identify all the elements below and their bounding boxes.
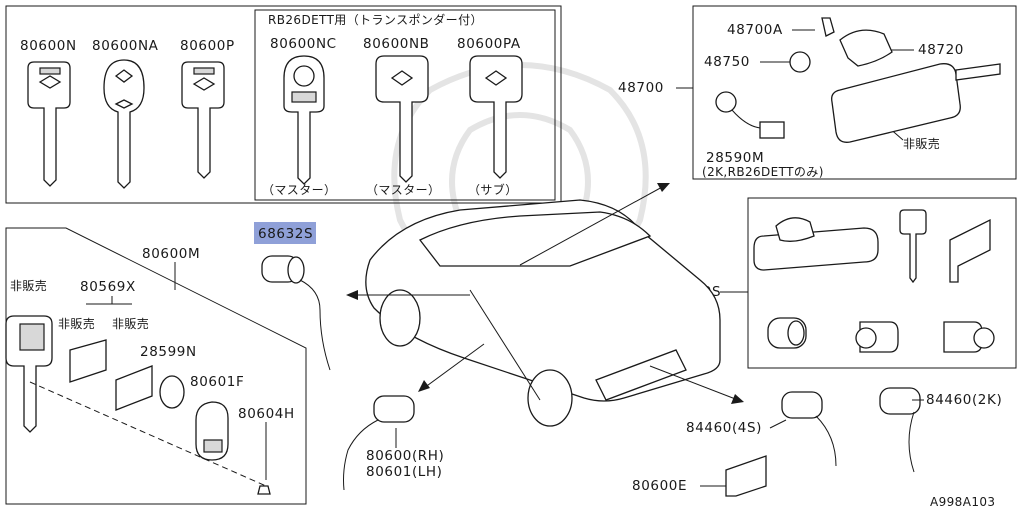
trunk-lock-2k-label: 84460(2K) (926, 392, 1002, 408)
part-label-48720: 48720 (918, 42, 964, 58)
key-label-80600nc: 80600NC (270, 36, 337, 52)
key-role-master-1: （マスター） (262, 183, 336, 197)
transponder-note: RB26DETT用（トランスポンダー付） (268, 12, 483, 27)
key-label-80600na: 80600NA (92, 38, 159, 54)
part-not-sold-a: 非販売 (58, 316, 95, 331)
arrows (346, 183, 744, 404)
remote-box (5, 227, 307, 505)
key-80600nb-drawing (375, 55, 429, 183)
keys-box (5, 5, 562, 204)
remote-parts-drawing (5, 315, 271, 495)
trunk-lock-drawing (725, 387, 921, 497)
screw-label-80604h: 80604H (238, 406, 295, 422)
highlight-box (254, 222, 316, 244)
trunk-bracket-label: 80600E (632, 478, 687, 494)
part-label-28590m: 28590M (706, 150, 764, 166)
key-80600nc-drawing (283, 55, 325, 185)
remote-assembly-label: 80600M (142, 246, 200, 262)
car-drawing (365, 199, 721, 427)
door-lock-drawing (343, 395, 415, 491)
key-label-80600n: 80600N (20, 38, 77, 54)
key-label-80600p: 80600P (180, 38, 235, 54)
kit-box (747, 197, 1017, 369)
part-label-48750: 48750 (704, 54, 750, 70)
reference-code: A998A103 (930, 495, 995, 509)
part-not-sold-b: 非販売 (112, 316, 149, 331)
bracket-label-80569x: 80569X (80, 279, 136, 295)
key-80600n-drawing (27, 61, 71, 187)
door-lock-cylinder-drawing (261, 255, 331, 371)
cover-label-80601f: 80601F (190, 374, 244, 390)
ignition-box (692, 5, 1017, 180)
key-role-sub: （サブ） (468, 182, 518, 197)
key-80600pa-drawing (469, 55, 523, 179)
door-lock-lh-label: 80601(LH) (366, 464, 443, 480)
remote-key-not-sold: 非販売 (10, 278, 47, 293)
key-role-master-2: （マスター） (366, 183, 440, 197)
key-label-80600pa: 80600PA (457, 36, 521, 52)
part-label-48700a: 48700A (727, 22, 783, 38)
kit-parts-drawing (753, 209, 995, 353)
key-80600na-drawing (103, 59, 145, 189)
highlight-part-label: 68632S (258, 226, 313, 242)
battery-label-28599n: 28599N (140, 344, 197, 360)
ignition-assembly-label: 48700 (618, 80, 664, 96)
ignition-cylinder-drawing (715, 17, 1001, 143)
key-label-80600nb: 80600NB (363, 36, 430, 52)
transponder-keys-box (254, 9, 556, 201)
trunk-lock-4s-label: 84460(4S) (686, 420, 762, 436)
key-80600p-drawing (181, 61, 225, 179)
door-lock-rh-label: 80600(RH) (366, 448, 444, 464)
ignition-not-sold: 非販売 (903, 136, 940, 151)
ignition-2k-note: (2K,RB26DETTのみ) (702, 165, 824, 179)
